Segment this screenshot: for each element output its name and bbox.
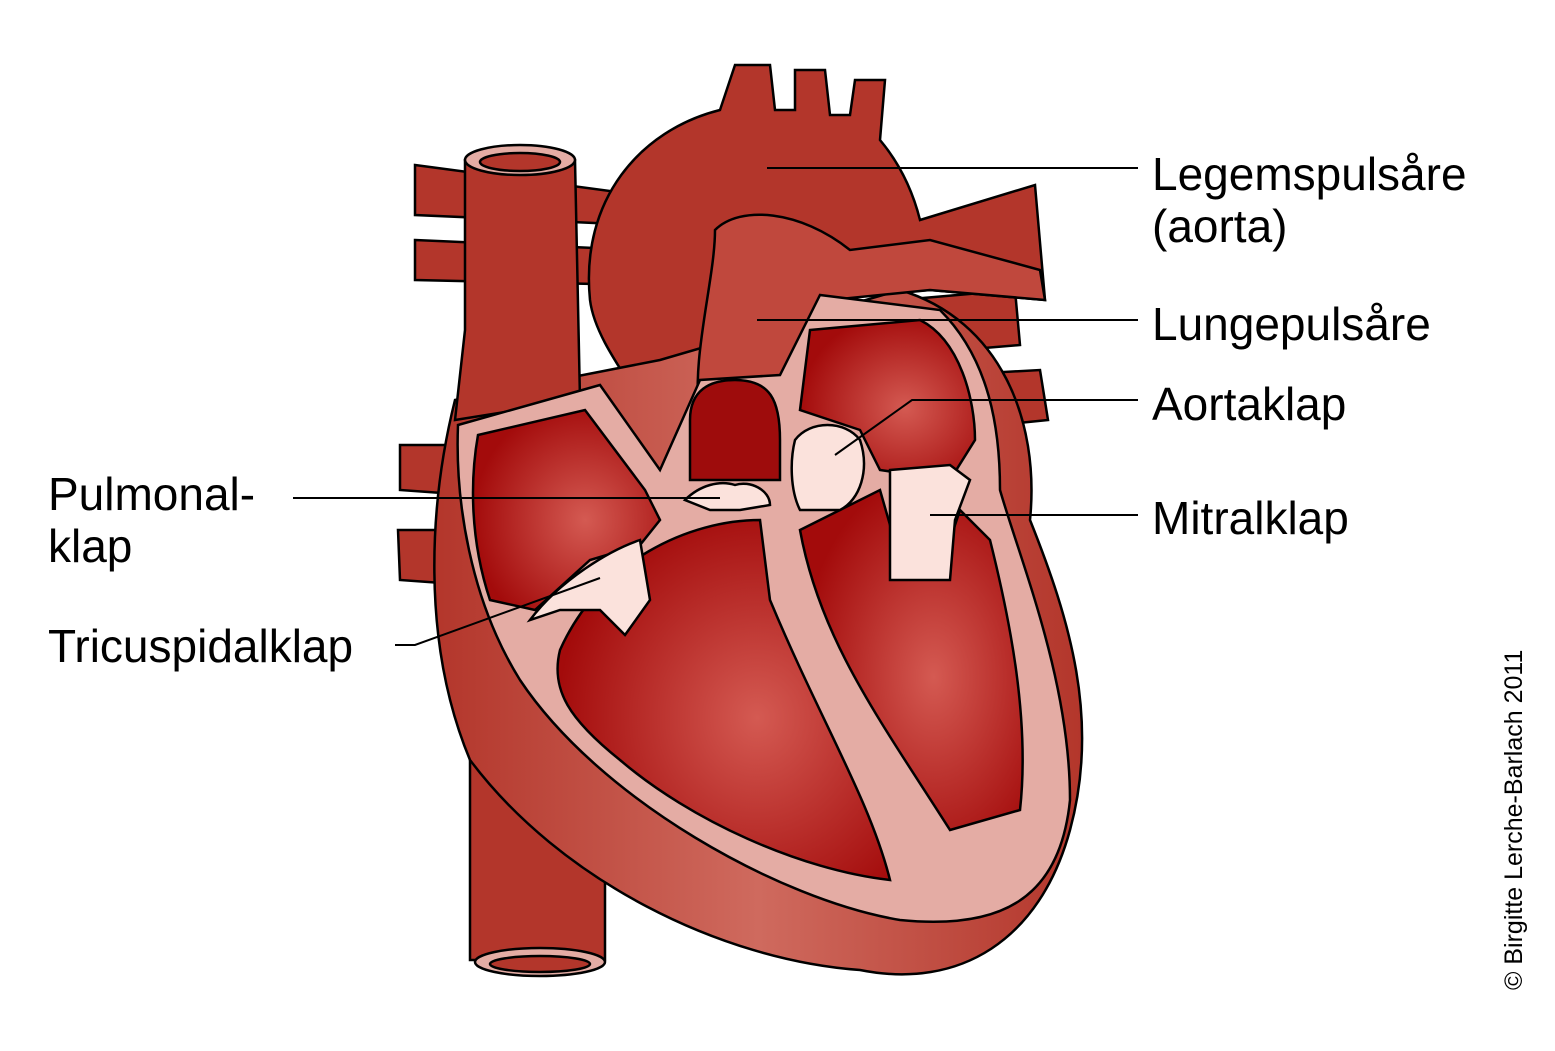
copyright-notice: © Birgitte Lerche-Barlach 2011 [1500,649,1528,990]
label-aorta-line1: Legemspulsåre [1152,148,1467,200]
leader-aortic-valve [834,399,1138,456]
label-aorta-line2: (aorta) [1152,200,1288,252]
mitral-valve [888,463,972,582]
pulmonary-valve [682,481,772,512]
aortic-root [688,378,782,482]
right-atrium [471,408,662,612]
label-pulmonary-valve-line2: klap [48,520,133,572]
aortic-valve [790,423,866,512]
left-ventricle [798,488,1024,832]
label-pulmonary-valve-line1: Pulmonal- [48,468,256,520]
tricuspid-valve [526,538,652,637]
label-mitral-valve: Mitralklap [1152,492,1349,544]
label-pulmonary-artery: Lungepulsåre [1152,298,1431,350]
label-tricuspid-valve: Tricuspidalklap [48,620,354,672]
superior-vena-cava [453,158,582,422]
label-aortic-valve: Aortaklap [1152,378,1347,430]
leader-tricuspid-valve [395,577,601,646]
